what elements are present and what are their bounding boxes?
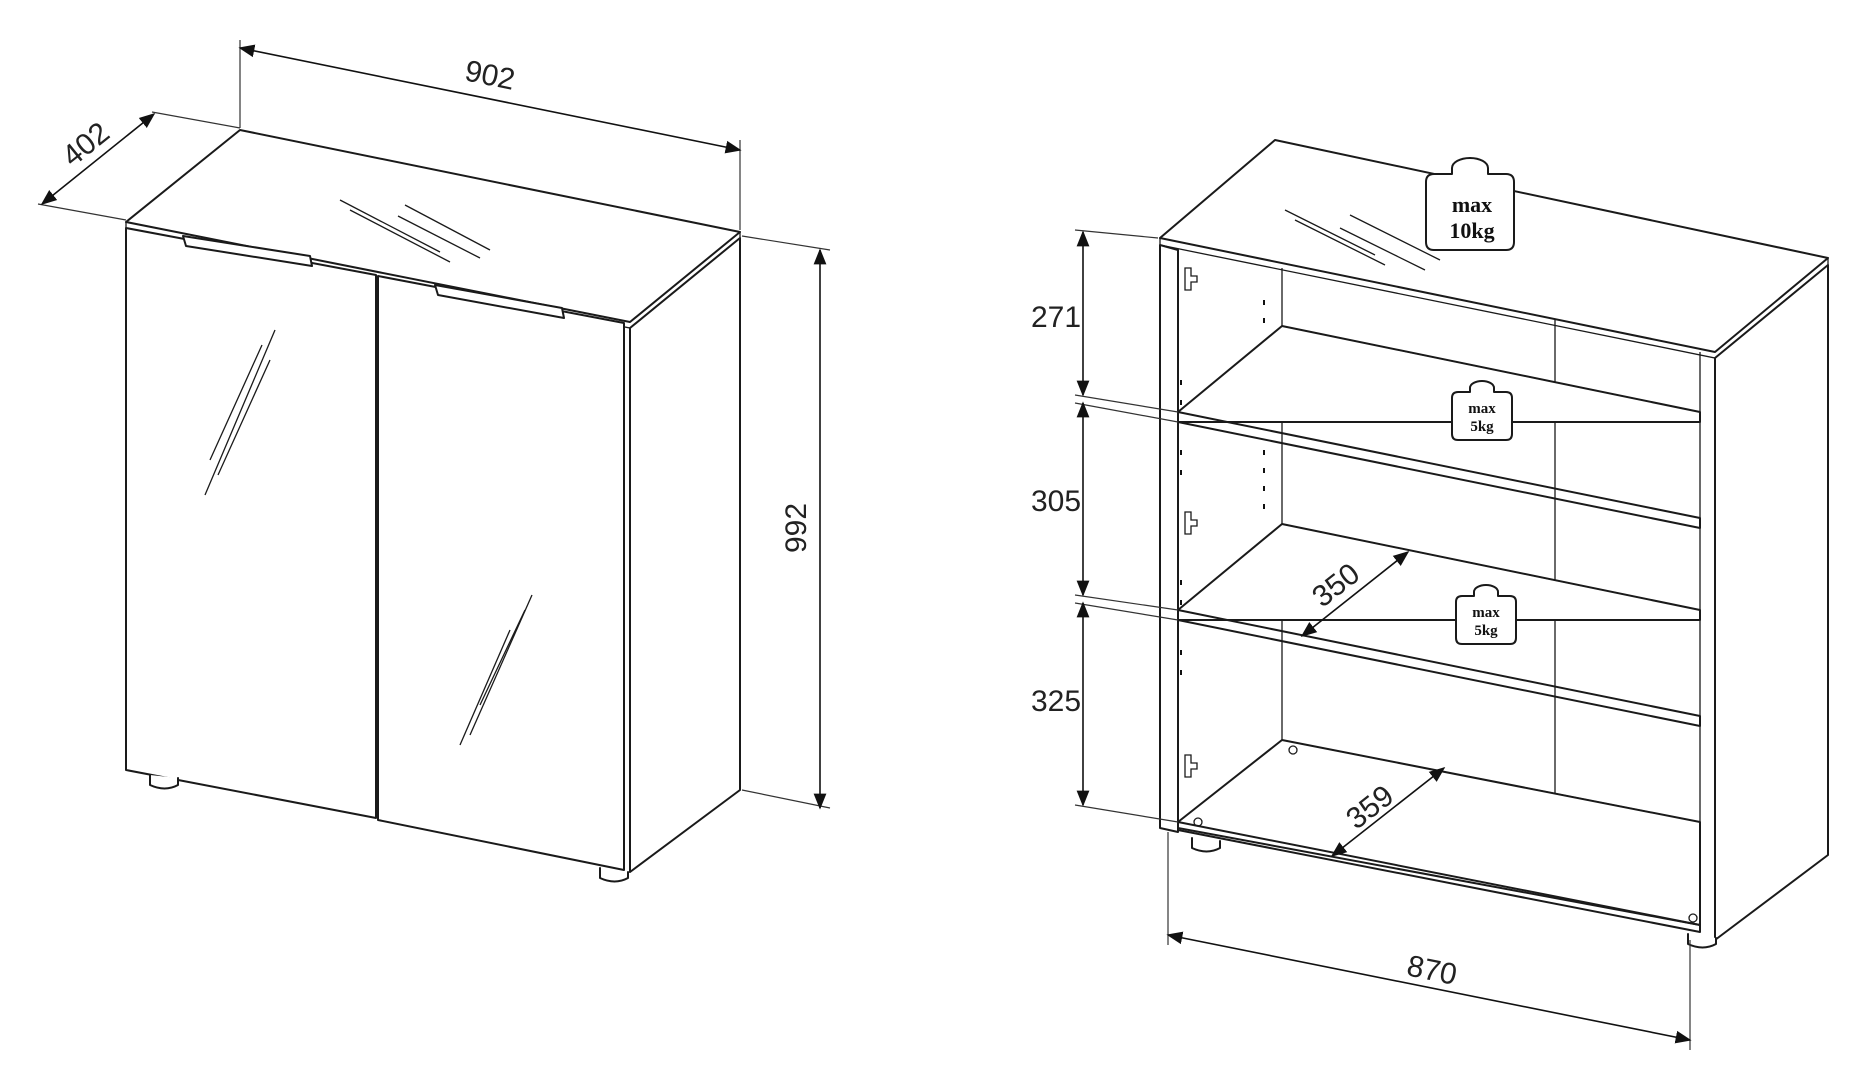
bottom-board bbox=[1177, 739, 1701, 926]
left-handle bbox=[182, 235, 313, 267]
shelf-middle bbox=[1177, 523, 1701, 621]
weight-shelf2-line1: max bbox=[1472, 605, 1500, 621]
hinge-icon bbox=[1184, 267, 1198, 778]
dimension-compartments: 271 305 325 bbox=[1031, 229, 1179, 823]
weight-shelf1-line1: max bbox=[1468, 401, 1496, 417]
foot-front-left bbox=[149, 774, 179, 790]
right-handle bbox=[434, 284, 565, 319]
left-door bbox=[125, 227, 377, 819]
shelf-pin-holes bbox=[1180, 300, 1265, 675]
open-cabinet bbox=[1159, 139, 1829, 949]
dim-width-label: 902 bbox=[462, 55, 518, 97]
open-side-panel bbox=[1714, 264, 1829, 941]
weight-shelf1-line2: 5kg bbox=[1470, 419, 1494, 435]
dim-compartment-2: 305 bbox=[1031, 485, 1081, 518]
dim-compartment-1: 271 bbox=[1031, 301, 1081, 334]
weight-badge-shelf-middle: max 5kg bbox=[1455, 584, 1517, 645]
closed-cabinet bbox=[125, 129, 741, 883]
dim-compartment-3: 325 bbox=[1031, 685, 1081, 718]
weight-top-line2: 10kg bbox=[1449, 218, 1494, 243]
dimension-height: 992 bbox=[741, 235, 831, 810]
open-top-reflection bbox=[1284, 209, 1441, 271]
weight-badge-shelf-upper: max 5kg bbox=[1451, 380, 1513, 441]
top-reflection bbox=[339, 199, 491, 263]
dim-depth-label: 402 bbox=[56, 116, 116, 173]
weight-shelf2-line2: 5kg bbox=[1474, 623, 1498, 639]
side-panel bbox=[629, 237, 741, 873]
weight-badge-top: max 10kg bbox=[1425, 157, 1515, 251]
open-left-panel bbox=[1159, 244, 1179, 833]
open-foot-left bbox=[1191, 837, 1221, 853]
dim-height-label: 992 bbox=[780, 503, 813, 553]
open-foot-right bbox=[1687, 933, 1717, 949]
right-door bbox=[377, 275, 625, 871]
shelf-upper bbox=[1177, 325, 1701, 423]
door-reflection bbox=[204, 329, 533, 746]
foot-front-right bbox=[599, 867, 629, 883]
weight-top-line1: max bbox=[1452, 192, 1492, 217]
dim-inner-width: 870 bbox=[1404, 950, 1460, 992]
